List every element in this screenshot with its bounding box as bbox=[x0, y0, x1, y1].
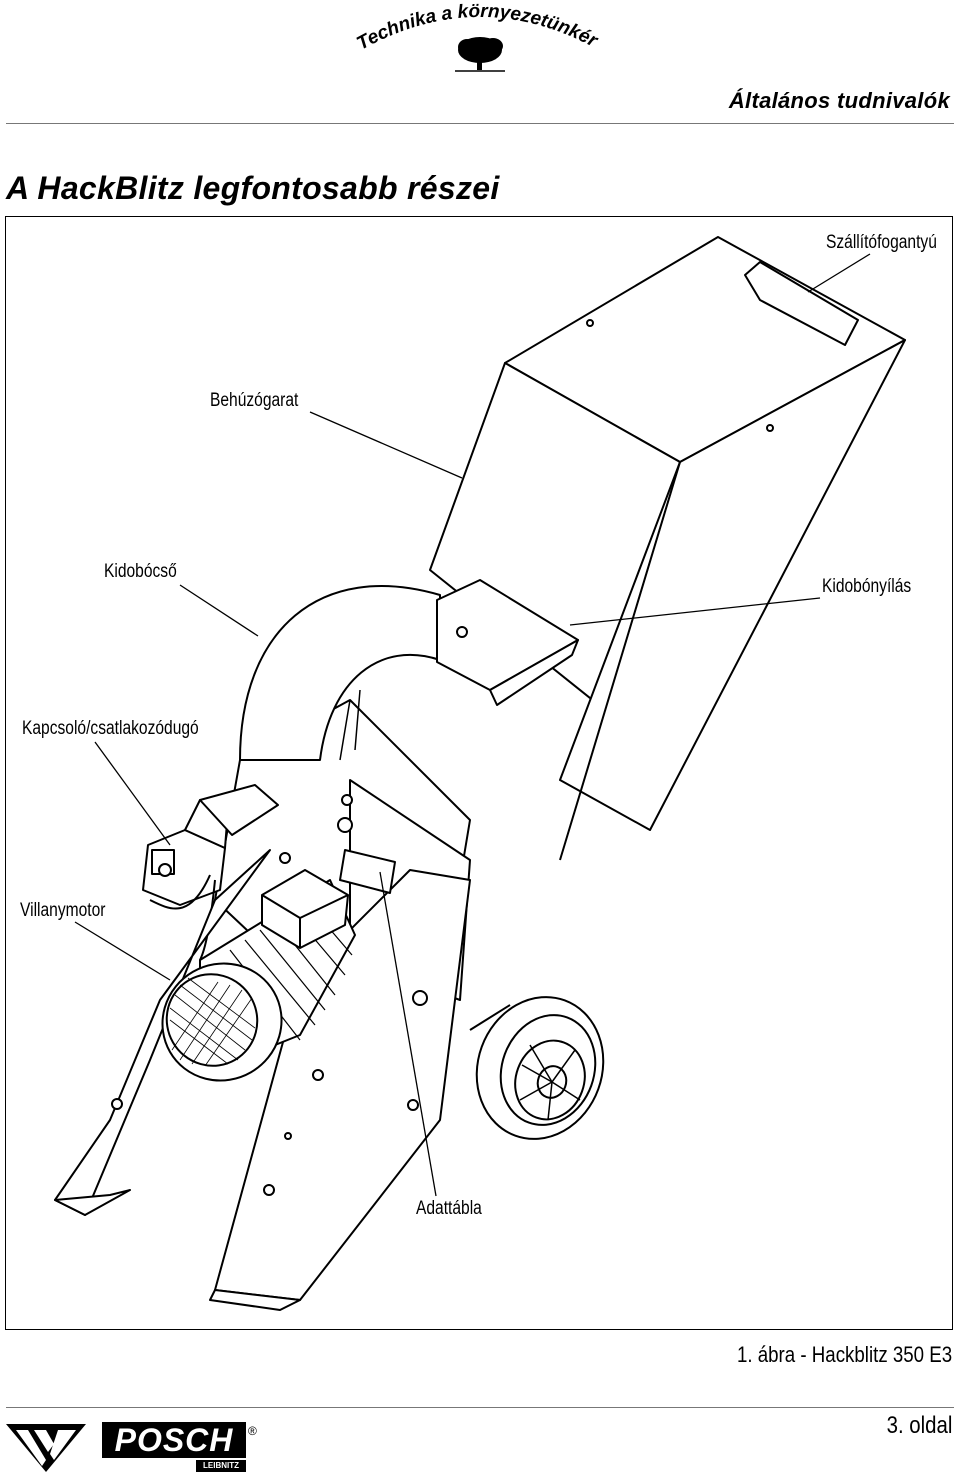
section-title: Általános tudnivalók bbox=[728, 88, 950, 113]
callout-intake-hopper: Behúzógarat bbox=[210, 390, 299, 411]
footer-divider bbox=[6, 1407, 954, 1408]
page-heading: A HackBlitz legfontosabb részei bbox=[6, 170, 500, 206]
page-number: 3. oldal bbox=[886, 1412, 952, 1439]
posch-emblem-icon bbox=[6, 1424, 86, 1472]
registered-icon: ® bbox=[248, 1424, 257, 1438]
callout-discharge-chute: Kidobócső bbox=[104, 561, 177, 582]
callout-switch-plug: Kapcsoló/csatlakozódugó bbox=[22, 718, 199, 739]
figure-frame bbox=[5, 216, 953, 1330]
callout-discharge-opening: Kidobónyílás bbox=[822, 576, 912, 597]
brand-sub: LEIBNITZ bbox=[196, 1460, 246, 1472]
callout-carry-handle: Szállítófogantyú bbox=[826, 232, 937, 253]
figure-caption: 1. ábra - Hackblitz 350 E3 bbox=[736, 1342, 952, 1367]
callout-electric-motor: Villanymotor bbox=[20, 900, 106, 921]
posch-logo: POSCH LEIBNITZ ® bbox=[6, 1416, 266, 1476]
callout-rating-plate: Adattábla bbox=[416, 1198, 482, 1219]
header-divider bbox=[6, 123, 954, 124]
tree-icon bbox=[455, 37, 505, 72]
environment-logo: Technika a környezetünkért bbox=[352, 0, 605, 78]
brand-name: POSCH bbox=[102, 1422, 246, 1458]
